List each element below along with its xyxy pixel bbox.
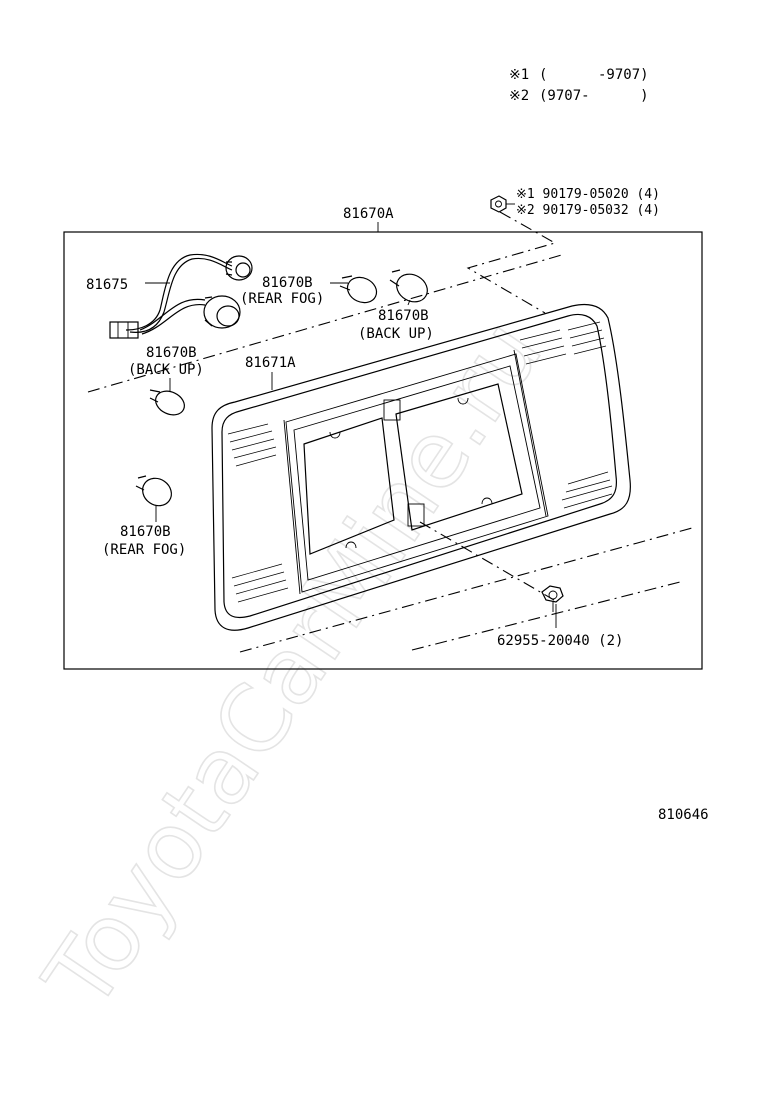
fastener-part-1: ※1 90179-05020 (4) (516, 187, 660, 202)
assembly-frame (63, 231, 703, 670)
bulb-rear-fog-top-desc: (REAR FOG) (240, 291, 324, 307)
bulb-back-up-top-number: 81670B (378, 308, 429, 324)
fastener-part-2: ※2 90179-05032 (4) (516, 203, 660, 218)
bulb-rear-fog-bottom-number: 81670B (120, 524, 171, 540)
legend-mark-2: ※2 (509, 88, 529, 104)
bulb-rear-fog-bottom (135, 475, 172, 507)
bulb-rear-fog-top (339, 275, 378, 304)
version-legend: ※1 ( -9707) ※2 (9707- ) (509, 67, 649, 104)
bulb-back-up-top (389, 269, 428, 303)
lens-hatching (227, 321, 613, 603)
screw-part-number: 62955-20040 (2) (497, 633, 623, 649)
watermark: ToyotaCarMine.ru (24, 301, 563, 1028)
bulb-back-up-left (149, 389, 185, 416)
assembly-part-number: 81670A (343, 206, 394, 222)
screw-icon (541, 585, 564, 612)
bulb-back-up-left-number: 81670B (146, 345, 197, 361)
legend-mark-1: ※1 (509, 67, 529, 83)
license-garnish-lens (211, 303, 631, 631)
lens-part-number: 81671A (245, 355, 296, 371)
socket-wire-harness (109, 253, 253, 339)
nut-icon (490, 195, 515, 213)
connector-plug (109, 321, 139, 339)
figure-id: 810646 (658, 807, 709, 823)
bulb-rear-fog-top-number: 81670B (262, 275, 313, 291)
legend-range-1: ( -9707) (539, 67, 649, 83)
bulb-back-up-top-desc: (BACK UP) (358, 326, 434, 342)
legend-range-2: (9707- ) (539, 88, 649, 104)
bulb-rear-fog-bottom-desc: (REAR FOG) (102, 542, 186, 558)
bulb-back-up-left-desc: (BACK UP) (128, 362, 204, 378)
socket-part-number: 81675 (86, 277, 128, 293)
installation-lines (87, 211, 693, 653)
